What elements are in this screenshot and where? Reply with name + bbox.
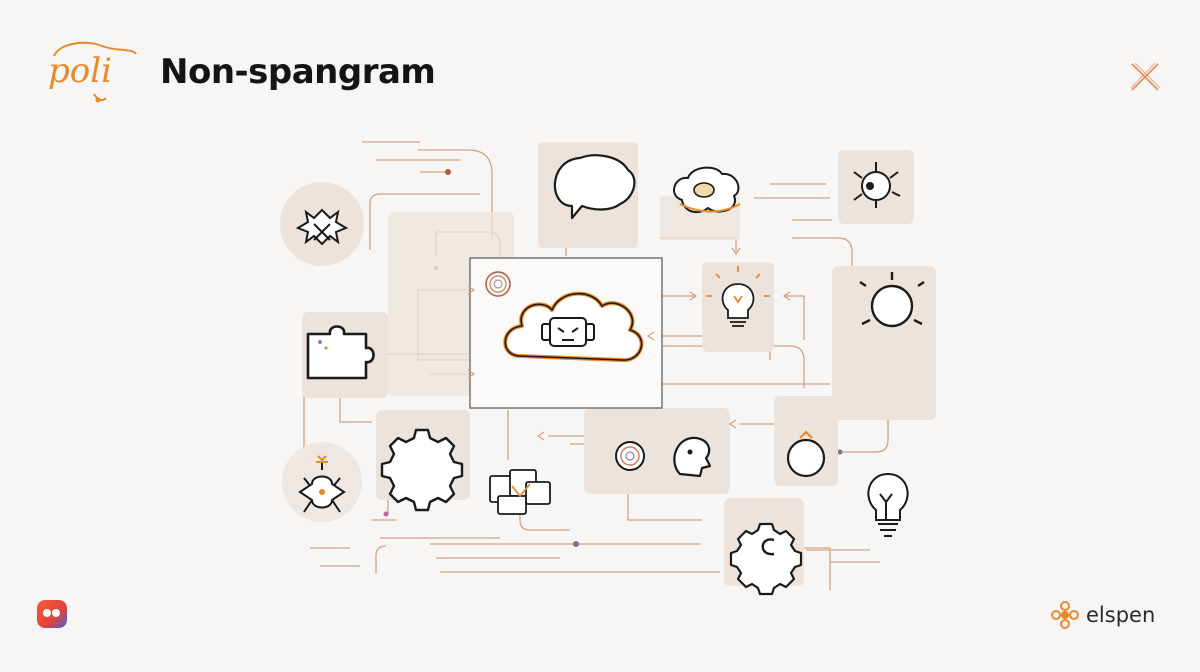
close-icon[interactable] [1126, 58, 1164, 96]
cloud-brain-icon [673, 166, 741, 214]
puzzle-piece-icon [306, 325, 375, 380]
ring-icon [786, 430, 826, 478]
brand-mark: elspen [1050, 598, 1155, 632]
lightbulb-icon [706, 266, 770, 327]
cloud-with-robot-face-icon [503, 291, 644, 363]
gear-c-icon [729, 522, 803, 596]
molecule-icon [298, 455, 346, 513]
badge-eye-right [52, 609, 60, 617]
lightbulb-outline-icon [867, 472, 909, 537]
page-title: Non-spangram [160, 52, 436, 92]
speech-bubble-icon [553, 154, 636, 220]
sun-circle-icon [859, 272, 925, 328]
brand-flower-icon [1051, 601, 1079, 629]
target-head-icon [615, 436, 712, 478]
arrowheads [467, 247, 791, 441]
target-icon [485, 271, 511, 297]
brand-name: elspen [1086, 603, 1156, 627]
poli-logo: poli [48, 41, 137, 103]
gear-icon [380, 428, 464, 512]
badge-eye-left [43, 609, 51, 617]
logo-text: poli [48, 51, 112, 91]
spiky-mind-icon [295, 208, 349, 246]
cube-cluster-icon [489, 469, 551, 515]
spiky-brain-icon [853, 162, 901, 208]
app-badge-icon[interactable] [37, 600, 67, 628]
